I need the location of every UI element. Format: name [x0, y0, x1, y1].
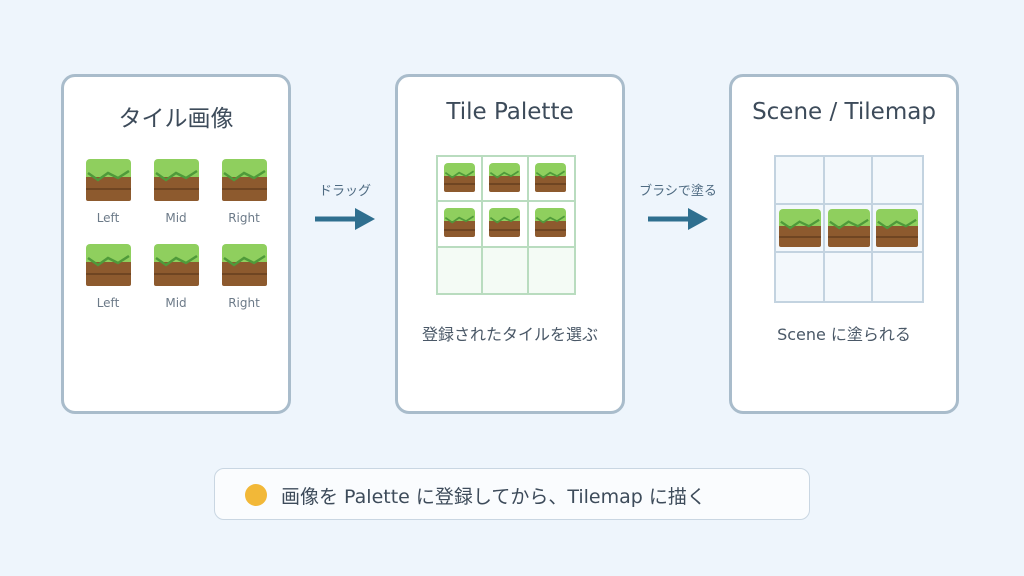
tile-image: [534, 208, 566, 238]
scene-empty-cell: [776, 157, 825, 205]
scene-painted-cell: [776, 205, 825, 253]
tile-label: Mid: [165, 211, 187, 225]
tile-image: [444, 163, 475, 192]
scene-grid: [774, 155, 924, 303]
palette-empty-cell[interactable]: [483, 247, 529, 293]
tile-label: Right: [228, 211, 260, 225]
right-arrow-icon: [315, 208, 375, 230]
scene-empty-cell: [873, 157, 923, 205]
tile-image: [827, 209, 870, 247]
drag-arrow: ドラッグ: [305, 180, 385, 240]
tile-image: [489, 208, 521, 238]
scene-empty-cell: [873, 253, 923, 301]
tile-right-image: [222, 244, 267, 286]
tile-images-panel: タイル画像 Left Mid Right Left Mid Right: [61, 74, 291, 414]
scene-empty-cell: [824, 157, 874, 205]
palette-empty-cell[interactable]: [528, 247, 574, 293]
tile-mid-image: [154, 244, 199, 286]
tile-mid-image: [154, 159, 199, 201]
tile-label: Mid: [165, 296, 187, 310]
tile-left-image: [86, 244, 131, 286]
panel-title-tile-images: タイル画像: [118, 106, 234, 132]
tile-image: [779, 209, 821, 247]
scene-empty-cell: [824, 253, 874, 301]
tile-image: [534, 163, 566, 192]
palette-empty-cell[interactable]: [438, 247, 484, 293]
tile-left-image: [86, 159, 131, 201]
tile-palette-panel: Tile Palette 登録されたタイルを選ぶ: [395, 74, 625, 414]
footer-text: 画像を Palette に登録してから、Tilemap に描く: [281, 486, 706, 508]
drag-arrow-label: ドラッグ: [318, 184, 371, 199]
palette-tile-cell[interactable]: [438, 157, 484, 203]
tile-label: Right: [228, 296, 260, 310]
palette-grid: [436, 155, 576, 295]
scene-tilemap-panel: Scene / Tilemap Scene に塗られる: [729, 74, 959, 414]
footer-note: 画像を Palette に登録してから、Tilemap に描く: [214, 468, 810, 520]
scene-empty-cell: [776, 253, 825, 301]
panel-title-tile-palette: Tile Palette: [446, 99, 574, 125]
palette-tile-cell[interactable]: [483, 202, 529, 248]
palette-tile-cell[interactable]: [528, 157, 574, 203]
brush-arrow: ブラシで塗る: [638, 180, 718, 240]
tile-image: [444, 208, 475, 238]
palette-caption: 登録されたタイルを選ぶ: [421, 325, 598, 344]
tile-image: [876, 209, 919, 247]
tile-right-image: [222, 159, 267, 201]
brush-arrow-label: ブラシで塗る: [639, 184, 717, 199]
right-arrow-icon: [648, 208, 708, 230]
yellow-dot-icon: [245, 484, 267, 506]
panel-title-scene-tilemap: Scene / Tilemap: [752, 99, 936, 125]
scene-caption: Scene に塗られる: [777, 325, 911, 344]
tile-label: Left: [96, 211, 120, 225]
palette-tile-cell[interactable]: [483, 157, 529, 203]
tile-label: Left: [96, 296, 120, 310]
tile-image: [489, 163, 521, 192]
palette-tile-cell[interactable]: [438, 202, 484, 248]
scene-painted-cell: [824, 205, 874, 253]
scene-painted-cell: [873, 205, 923, 253]
palette-tile-cell[interactable]: [528, 202, 574, 248]
